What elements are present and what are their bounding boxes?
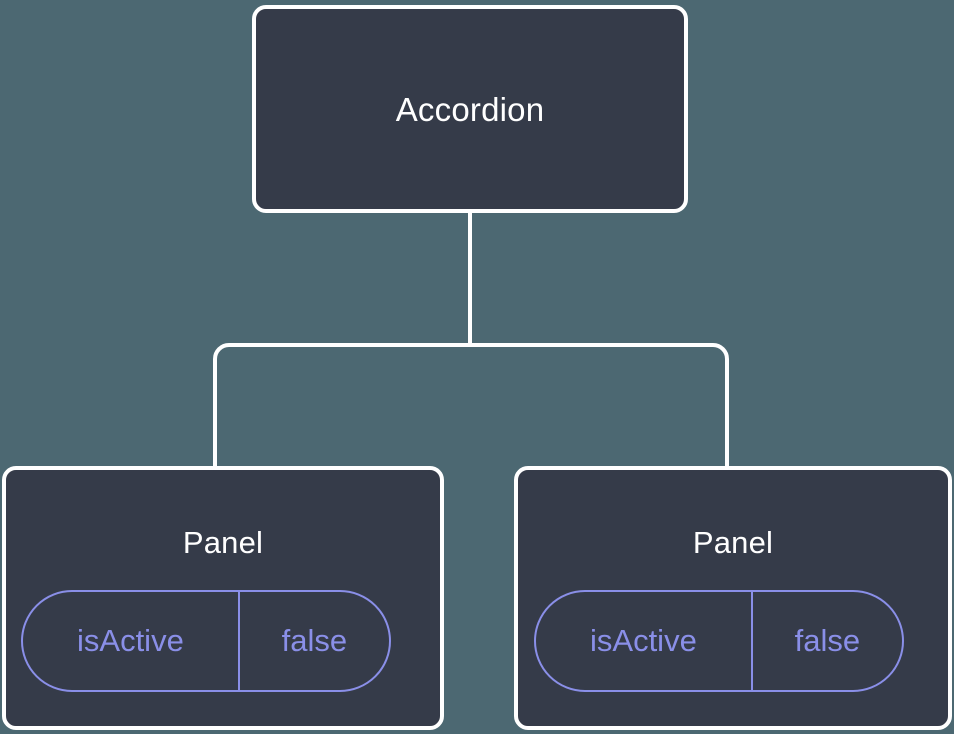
node-panel-1-prop-key: isActive — [77, 622, 184, 658]
node-accordion[interactable]: Accordion — [252, 5, 688, 213]
node-panel-1-prop-badge[interactable]: isActive false — [21, 590, 391, 692]
node-panel-2-prop-badge[interactable]: isActive false — [534, 590, 904, 692]
node-panel-2-prop-value: false — [750, 592, 902, 690]
node-panel-2-label: Panel — [692, 525, 774, 560]
node-panel-2-prop-key: isActive — [590, 622, 697, 658]
node-panel-1[interactable]: Panel isActive false — [2, 466, 444, 730]
node-panel-2[interactable]: Panel isActive false — [514, 466, 952, 730]
node-accordion-label: Accordion — [395, 90, 545, 128]
edge-accordion-to-panel-1 — [213, 343, 470, 466]
node-panel-1-prop-value: false — [237, 592, 389, 690]
node-panel-1-label: Panel — [182, 525, 264, 560]
edge-accordion-to-panel-2 — [470, 343, 729, 466]
